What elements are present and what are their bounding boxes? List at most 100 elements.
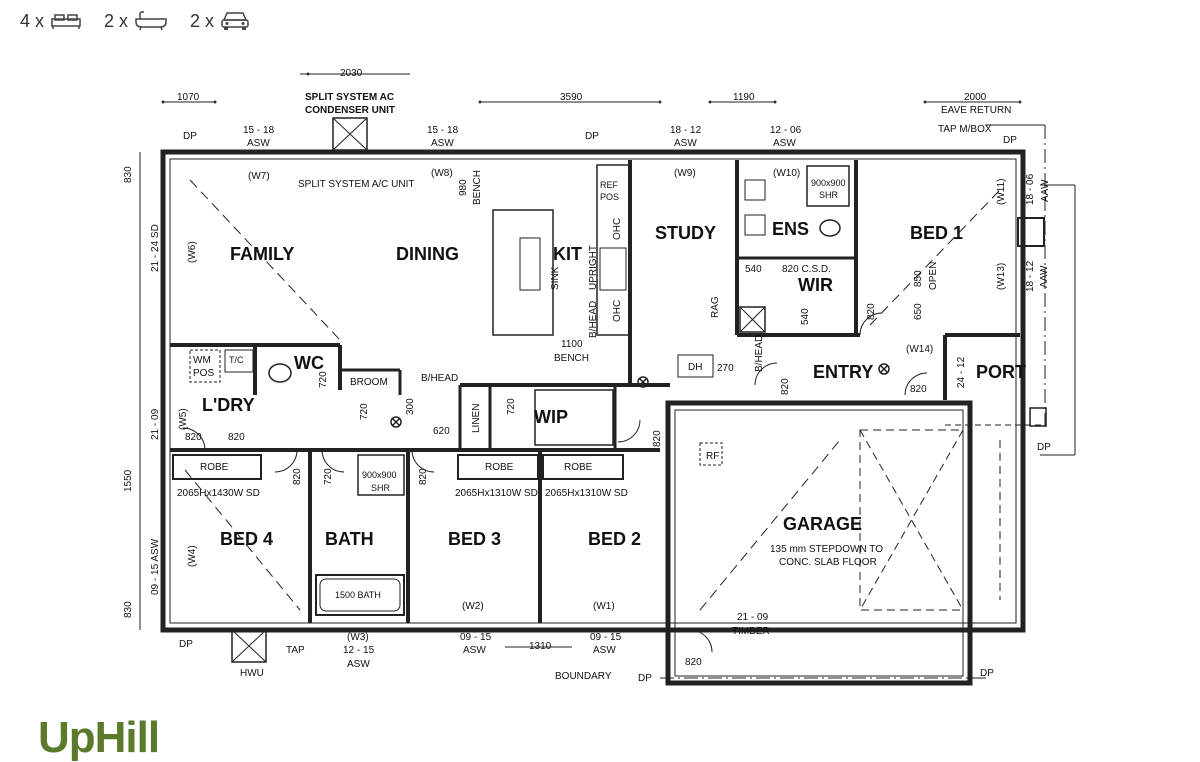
- note-tap-mbox: TAP M/BOX: [938, 124, 992, 135]
- note-bhead: B/HEAD: [421, 373, 458, 384]
- note-asw-e: ASW: [347, 659, 370, 670]
- dim-2109: 21 - 09: [150, 408, 161, 440]
- note-1518-b: 15 - 18: [427, 125, 459, 136]
- note-0915-b: 09 - 15: [590, 632, 622, 643]
- feature-summary: 4 x 2 x 2 x: [20, 8, 250, 34]
- note-sink: SINK: [550, 266, 561, 290]
- note-w1: (W1): [593, 601, 615, 612]
- dim-1190: 1190: [733, 92, 755, 103]
- dim-2124: 21 - 24 SD: [150, 224, 161, 272]
- dim-1550: 1550: [123, 469, 134, 492]
- note-condenser: CONDENSER UNIT: [305, 105, 395, 116]
- note-2412: 24 - 12: [956, 356, 967, 388]
- bath-icon: [135, 11, 167, 31]
- note-timber-dim: 21 - 09: [737, 612, 769, 623]
- note-asw-b: ASW: [431, 138, 454, 149]
- note-1215: 12 - 15: [343, 645, 375, 656]
- note-1812: 18 - 12: [670, 125, 702, 136]
- note-w13: (W13): [996, 263, 1007, 290]
- note-620: 620: [433, 426, 450, 437]
- note-bench: BENCH: [554, 353, 589, 364]
- note-dp-3: DP: [1003, 135, 1017, 146]
- dim-830-b: 830: [123, 601, 134, 618]
- note-1806: 18 - 06: [1025, 173, 1036, 205]
- note-hwu: HWU: [240, 668, 264, 679]
- note-820-bed3: 820: [418, 468, 429, 485]
- note-1206: 12 - 06: [770, 125, 802, 136]
- bedrooms-count: 4 x: [20, 11, 82, 32]
- note-1100: 1100: [561, 339, 583, 350]
- note-bhead-entry: B/HEAD: [754, 335, 765, 372]
- dim-3590: 3590: [560, 92, 583, 103]
- smoke-detector-icon: [390, 416, 402, 428]
- note-dh: DH: [688, 362, 702, 373]
- room-bed3: BED 3: [448, 529, 501, 549]
- note-w14: (W14): [906, 344, 933, 355]
- note-820-garage: 820: [685, 657, 702, 668]
- room-ldry: L'DRY: [202, 395, 255, 415]
- car-icon: [221, 12, 249, 30]
- note-bench-v: BENCH: [472, 170, 483, 205]
- note-dp-6: DP: [1037, 442, 1051, 453]
- dim-2000: 2000: [964, 92, 987, 103]
- note-timber: TIMBER: [732, 626, 770, 637]
- note-robe-bed4: ROBE: [200, 462, 229, 473]
- note-w2: (W2): [462, 601, 484, 612]
- note-ref: REF: [600, 180, 619, 190]
- note-split-unit: SPLIT SYSTEM A/C UNIT: [298, 179, 415, 190]
- room-ens: ENS: [772, 219, 809, 239]
- room-port: PORT: [976, 362, 1026, 382]
- note-sd-1430: 2065Hx1430W SD: [177, 488, 260, 499]
- note-slab: CONC. SLAB FLOOR: [779, 557, 877, 568]
- note-tc: T/C: [229, 355, 244, 365]
- note-w7: (W7): [248, 171, 270, 182]
- room-study: STUDY: [655, 223, 716, 243]
- note-w6: (W6): [187, 241, 198, 263]
- note-300: 300: [405, 398, 416, 415]
- note-820-wir: 820: [866, 303, 877, 320]
- note-aaw: AAW: [1039, 265, 1050, 288]
- note-ohc-1: OHC: [612, 218, 623, 240]
- room-bath: BATH: [325, 529, 374, 549]
- note-sd-1310b: 2065Hx1310W SD: [545, 488, 628, 499]
- note-shr-bath: SHR: [371, 483, 391, 493]
- garage-count: 2 x: [190, 10, 250, 32]
- smoke-detector-icon: [878, 363, 890, 375]
- note-w4: (W4): [187, 545, 198, 567]
- room-wip: WIP: [534, 407, 568, 427]
- note-asw-a: ASW: [247, 138, 270, 149]
- note-shr-900-bath: 900x900: [362, 470, 397, 480]
- bed-icon: [51, 14, 81, 29]
- note-850: 850: [913, 270, 924, 287]
- dim-830-a: 830: [123, 166, 134, 183]
- note-w8: (W8): [431, 168, 453, 179]
- note-rag: RAG: [710, 296, 721, 318]
- note-540: 540: [745, 264, 762, 275]
- note-820-ldry-a: 820: [185, 432, 202, 443]
- note-270: 270: [717, 363, 734, 374]
- note-820-ldry-b: 820: [228, 432, 245, 443]
- note-1518-a: 15 - 18: [243, 125, 275, 136]
- note-820-bed4: 820: [292, 468, 303, 485]
- note-boundary: BOUNDARY: [555, 671, 612, 682]
- note-asw-d: ASW: [773, 138, 796, 149]
- note-robe-bed2: ROBE: [564, 462, 593, 473]
- note-w5: (W5): [178, 408, 189, 430]
- note-wm: WM: [193, 355, 211, 366]
- uphill-logo: UpHill: [38, 713, 160, 762]
- note-pos: POS: [600, 192, 619, 202]
- room-bed2: BED 2: [588, 529, 641, 549]
- dim-2030: 2030: [340, 68, 363, 79]
- note-ohc-2: OHC: [612, 300, 623, 322]
- note-rf: RF: [706, 451, 719, 462]
- room-wc: WC: [294, 353, 324, 373]
- outer-wall: [160, 149, 1026, 633]
- note-w11: (W11): [996, 179, 1007, 205]
- dim-0915: 09 - 15 ASW: [150, 538, 161, 595]
- room-bed4: BED 4: [220, 529, 273, 549]
- note-eave-return: EAVE RETURN: [941, 105, 1011, 116]
- note-sd-1310a: 2065Hx1310W SD: [455, 488, 538, 499]
- note-820-entry: 820: [910, 384, 927, 395]
- room-family: FAMILY: [230, 244, 294, 264]
- note-540-v: 540: [800, 308, 811, 325]
